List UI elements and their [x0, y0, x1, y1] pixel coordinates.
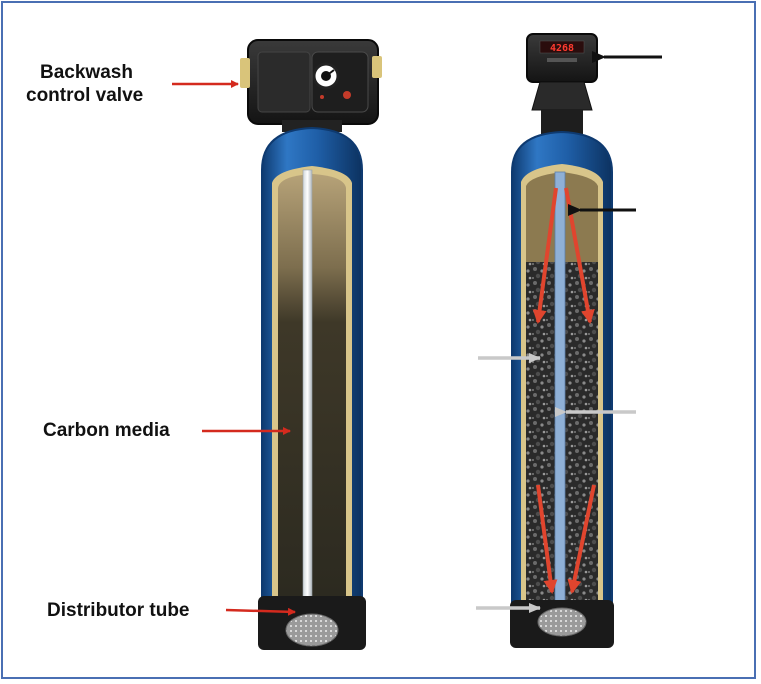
- right-filter-tank: 4268: [510, 33, 614, 648]
- left-filter-tank: [240, 39, 382, 650]
- left-distributor-tube: [302, 169, 313, 611]
- backwash-label-line2: control valve: [26, 85, 144, 106]
- distributor-tube-label: Distributor tube: [47, 600, 190, 621]
- distributor-tube-pointer: [225, 607, 296, 616]
- control-valve-label: control valve: [26, 85, 176, 107]
- right-distributor-tube: [554, 171, 566, 613]
- backwash-label-line1: Backwash: [40, 62, 133, 83]
- digital-controller: 4268: [526, 33, 598, 134]
- backwash-label: Backwash: [40, 62, 170, 84]
- backwash-control-valve: [240, 39, 382, 132]
- carbon-media-label: Carbon media: [43, 420, 170, 441]
- controller-display: 4268: [550, 43, 574, 54]
